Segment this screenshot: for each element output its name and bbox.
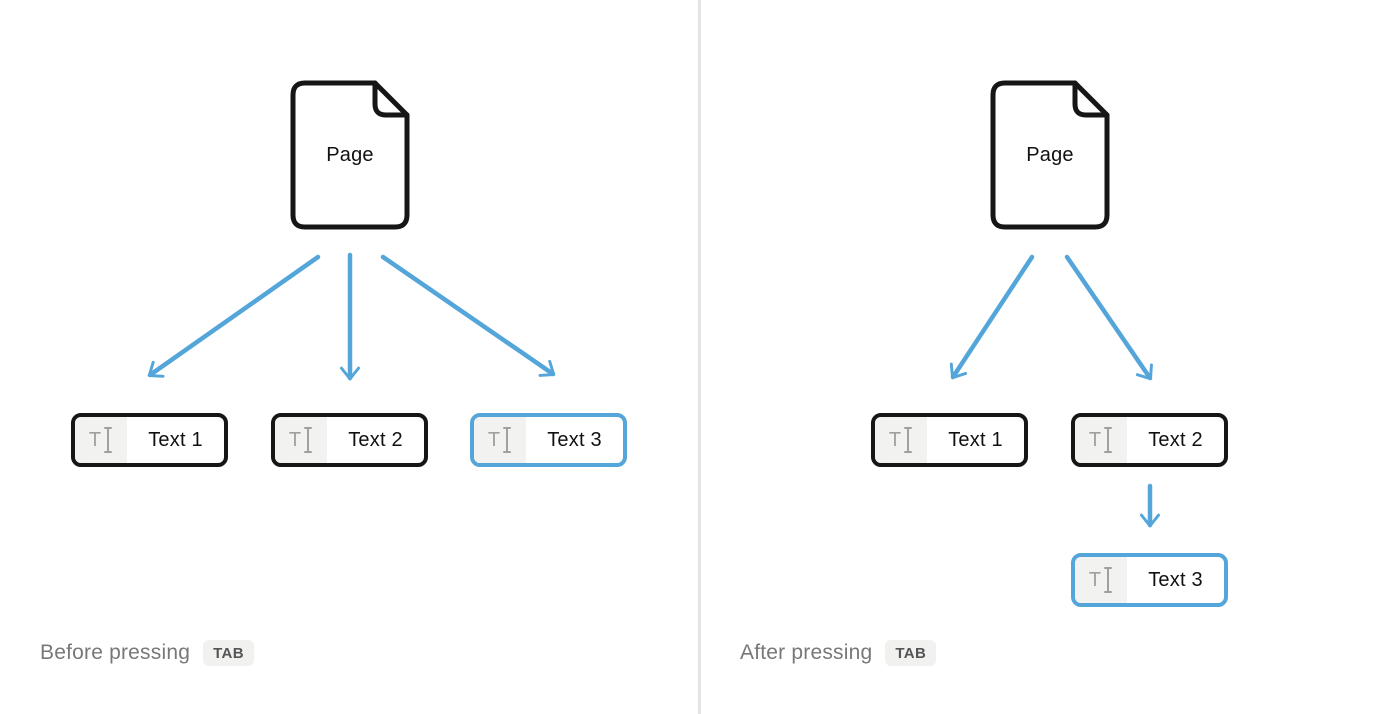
text-block-icon: T [1075,557,1127,603]
text-block-2: T Text 2 [271,413,428,467]
text-block-1: T Text 1 [71,413,228,467]
text-block-label: Text 1 [948,428,1003,451]
page-node: Page [290,80,410,230]
text-block-icon: T [275,417,327,463]
caption-before: Before pressing TAB [40,640,255,666]
text-block-label: Text 1 [148,428,203,451]
tab-key-badge: TAB [885,640,937,666]
caption-text: After pressing [740,641,873,664]
caption-after: After pressing TAB [740,640,937,666]
panel-divider [698,0,701,714]
ibeam-cursor-icon [904,427,913,453]
ibeam-cursor-icon [104,427,113,453]
text-block-icon: T [875,417,927,463]
text-block-icon: T [474,417,526,463]
text-block-icon: T [1075,417,1127,463]
ibeam-cursor-icon [1104,427,1113,453]
text-block-label: Text 3 [1148,568,1203,591]
page-node: Page [990,80,1110,230]
page-label: Page [1026,143,1074,166]
page-label: Page [326,143,374,166]
ibeam-cursor-icon [503,427,512,453]
page-icon [990,80,1110,230]
tab-key-badge: TAB [203,640,255,666]
text-block-3: T Text 3 [1071,553,1228,607]
text-block-1: T Text 1 [871,413,1028,467]
text-block-2: T Text 2 [1071,413,1228,467]
page-icon [290,80,410,230]
text-block-label: Text 3 [547,428,602,451]
text-block-label: Text 2 [1148,428,1203,451]
text-block-3: T Text 3 [470,413,627,467]
caption-text: Before pressing [40,641,191,664]
text-block-label: Text 2 [348,428,403,451]
ibeam-cursor-icon [304,427,313,453]
ibeam-cursor-icon [1104,567,1113,593]
text-block-icon: T [75,417,127,463]
